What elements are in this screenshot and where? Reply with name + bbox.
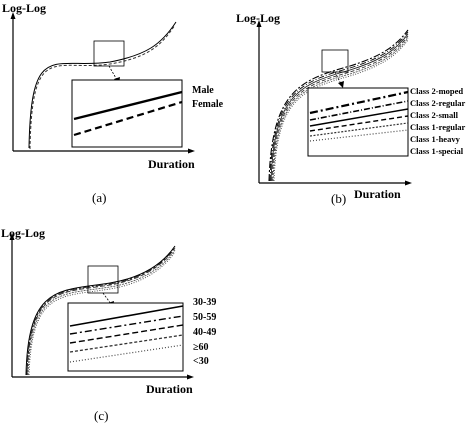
- panel-b-legend-label: Class 1-regular: [410, 122, 466, 132]
- panel-c-zoom-arrow: [102, 292, 112, 305]
- panel-b-inset-class-2-moped-line: [309, 90, 409, 115]
- panel-c-legend-label: 40-49: [193, 327, 216, 338]
- panel-b-legend-label: Class 2-small: [410, 110, 459, 120]
- panel-a-ylabel: Log-Log: [2, 1, 46, 15]
- panel-a-caption: (a): [92, 190, 106, 205]
- panel-a: Log-Log Duration (a) Male Female: [2, 1, 224, 205]
- panel-c-inset-50-59-line: [69, 315, 184, 335]
- panel-c-zoom-source: [87, 265, 119, 294]
- panel-b-legend-label: Class 2-moped: [410, 86, 463, 96]
- panel-a-inset-male-line: [73, 90, 183, 121]
- panel-b-zoom-arrow: [334, 71, 342, 85]
- panel-b-legend-label: Class 1-heavy: [410, 134, 461, 144]
- panel-a-x-arrow: [188, 148, 195, 154]
- panel-b-ylabel: Log-Log: [236, 11, 280, 25]
- panel-a-series-female: [29, 24, 176, 150]
- panel-c: Log-Log Duration (c) 30-39 50-59 40-49 ≥…: [1, 226, 216, 423]
- panel-c-inset-30-39-line: [69, 305, 184, 327]
- panel-b-legend-label: Class 1-special: [410, 146, 464, 156]
- panel-c-ylabel: Log-Log: [1, 226, 45, 240]
- panel-b-legend-label: Class 2-regular: [410, 98, 466, 108]
- panel-a-inset: [71, 79, 183, 148]
- panel-b-inset-class-2-regular-line: [309, 100, 409, 121]
- panel-b-inset-class-1-regular-line: [309, 115, 409, 132]
- panel-c-series-30-39: [25, 245, 176, 376]
- panel-b-inset-class-2-small-line: [309, 108, 409, 127]
- panel-c-inset-60-plus-line: [69, 334, 184, 353]
- panel-c-legend-label: 50-59: [193, 312, 216, 323]
- panel-c-series-40-49: [26, 247, 176, 376]
- panel-c-x-arrow: [187, 374, 194, 380]
- panel-b-series-class-1-regular: [271, 35, 409, 182]
- panel-b-series-class-2-moped: [268, 29, 409, 182]
- panel-c-caption: (c): [94, 408, 108, 423]
- panel-c-legend-label: ≥60: [193, 342, 209, 353]
- panel-a-xlabel: Duration: [148, 157, 195, 171]
- panel-c-inset: [67, 302, 184, 372]
- panel-b-series-class-2-small: [270, 33, 409, 182]
- panel-b-series-class-2-regular: [269, 31, 409, 182]
- panel-a-y-arrow: [10, 12, 16, 19]
- panel-c-inset-40-49-line: [69, 324, 184, 344]
- panel-b: Log-Log Duration (b) Class 2-moped Class…: [236, 11, 466, 206]
- panel-c-series-60-plus: [27, 249, 176, 376]
- panel-a-zoom-arrow: [108, 65, 118, 81]
- panel-b-caption: (b): [331, 191, 346, 206]
- panel-c-inset-under-30-line: [69, 344, 184, 363]
- panel-c-legend-label: 30-39: [193, 297, 216, 308]
- panel-b-x-arrow: [405, 180, 412, 186]
- panel-b-xlabel: Duration: [354, 187, 401, 201]
- panel-b-y-arrow: [256, 20, 262, 27]
- panel-a-inset-female-line: [73, 100, 183, 137]
- panel-b-inset: [307, 87, 409, 157]
- panel-a-legend-label: Male: [192, 85, 214, 96]
- panel-c-xlabel: Duration: [146, 382, 193, 396]
- panel-b-zoom-arrowhead: [338, 81, 344, 88]
- panel-c-legend-label: <30: [193, 356, 209, 367]
- panel-a-legend-label: Female: [192, 99, 224, 110]
- panel-c-y-arrow: [9, 233, 15, 240]
- panel-b-series-class-1-heavy: [272, 37, 409, 182]
- panel-b-inset-class-1-heavy-line: [309, 122, 409, 137]
- panel-b-zoom-source: [321, 49, 349, 73]
